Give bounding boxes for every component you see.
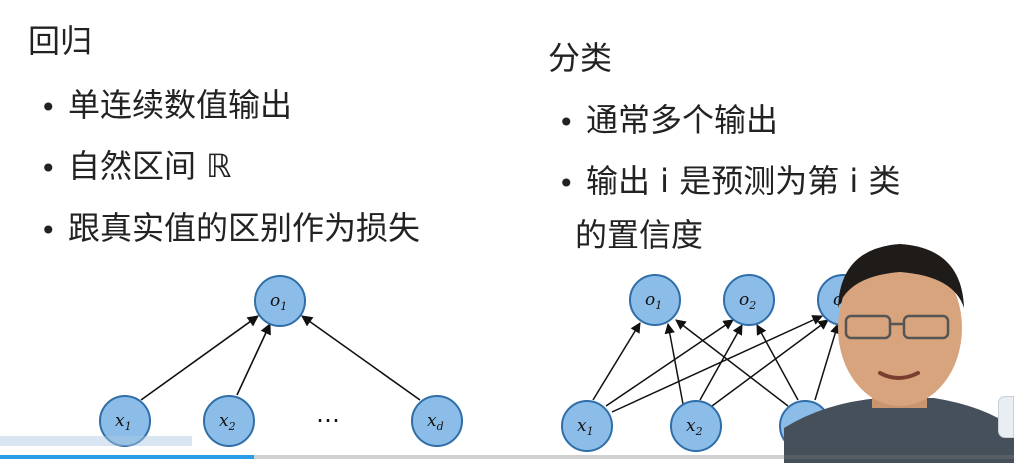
regression-bullet-2-text: 自然区间 ℝ xyxy=(68,147,232,185)
classification-bullet-2-continuation: 的置信度 xyxy=(575,216,704,254)
classification-bullet-2-text: 输出 i 是预测为第 i 类 xyxy=(586,162,901,200)
presenter-hair xyxy=(838,244,964,308)
classification-output-node-2: o2 xyxy=(723,274,775,326)
regression-edges xyxy=(140,315,421,401)
presenter-glasses-left xyxy=(844,314,892,340)
regression-output-node-label: o1 xyxy=(270,291,287,313)
edge-x2-o1 xyxy=(236,322,271,396)
classification-input-node-1: x1 xyxy=(561,400,613,452)
regression-input-node-2: x2 xyxy=(203,395,255,447)
bullet-dot: • xyxy=(558,105,575,139)
classification-heading: 分类 xyxy=(548,39,613,77)
bullet-dot: • xyxy=(40,90,57,124)
video-progress-fill[interactable] xyxy=(0,455,254,459)
edge-x1-o3 xyxy=(611,315,823,413)
bullet-dot: • xyxy=(558,166,575,200)
edge-x3-o1 xyxy=(675,319,789,407)
regression-bullet-2: • 自然区间 ℝ xyxy=(40,141,232,187)
edge-x3-o3 xyxy=(814,322,841,401)
classification-output-node-1: o1 xyxy=(629,274,681,326)
regression-bullet-1: • 单连续数值输出 xyxy=(40,80,292,126)
side-scroll-handle[interactable] xyxy=(998,396,1014,438)
regression-heading: 回归 xyxy=(28,22,93,60)
regression-input-node-1-label: x1 xyxy=(115,411,132,433)
classification-output-node-1-label: o1 xyxy=(645,290,662,312)
regression-input-node-d-label: xd xyxy=(427,411,444,433)
regression-input-node-d: xd xyxy=(411,395,463,447)
bullet-dot: • xyxy=(40,151,57,185)
regression-output-node: o1 xyxy=(254,275,306,327)
video-progress-track[interactable] xyxy=(0,455,1014,459)
regression-bullet-1-text: 单连续数值输出 xyxy=(68,86,293,124)
classification-input-node-1-label: x1 xyxy=(577,416,594,438)
classification-edges xyxy=(592,315,841,413)
regression-ellipsis: … xyxy=(316,400,340,428)
regression-bullet-3-text: 跟真实值的区别作为损失 xyxy=(68,209,421,247)
presenter-glasses-right xyxy=(902,314,950,340)
video-buffer-indicator xyxy=(0,436,192,446)
edge-xd-o1 xyxy=(301,315,421,401)
presenter-face xyxy=(838,250,962,406)
presenter-webcam xyxy=(784,244,1014,463)
edge-x2-o3 xyxy=(711,319,829,407)
classification-bullet-1: • 通常多个输出 xyxy=(558,95,778,141)
classification-input-node-2: x2 xyxy=(670,400,722,452)
presenter-mouth xyxy=(878,371,920,380)
edge-x1-o2 xyxy=(605,319,734,407)
classification-bullet-2: • 输出 i 是预测为第 i 类 xyxy=(558,156,900,202)
classification-output-node-2-label: o2 xyxy=(739,290,756,312)
regression-input-node-1: x1 xyxy=(99,395,151,447)
classification-input-node-2-label: x2 xyxy=(686,416,703,438)
edge-x1-o1 xyxy=(592,322,641,401)
edge-x2-o1 xyxy=(664,322,684,405)
edge-x3-o2 xyxy=(756,324,799,401)
edge-x1-o1 xyxy=(140,315,259,401)
regression-input-node-2-label: x2 xyxy=(219,411,236,433)
classification-bullet-1-text: 通常多个输出 xyxy=(586,101,779,139)
regression-bullet-3: • 跟真实值的区别作为损失 xyxy=(40,203,420,249)
bullet-dot: • xyxy=(40,213,57,247)
edge-x2-o2 xyxy=(699,324,743,401)
presenter-shirt xyxy=(784,398,1014,463)
